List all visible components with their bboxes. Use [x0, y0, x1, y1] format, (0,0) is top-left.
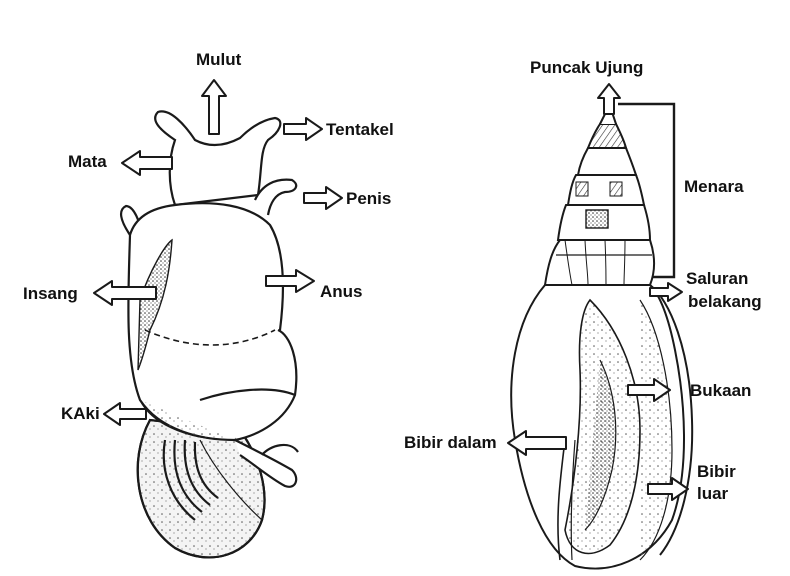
label-penis: Penis: [346, 189, 391, 208]
label-insang: Insang: [23, 284, 78, 303]
right-shell: [511, 104, 692, 569]
arrow-puncak-ujung: [598, 84, 620, 114]
label-bibir: Bibir: [697, 462, 736, 481]
left-snail-body: [121, 111, 298, 557]
label-tentakel: Tentakel: [326, 120, 394, 139]
label-kaki: KAki: [61, 404, 100, 423]
label-anus: Anus: [320, 282, 363, 301]
label-belakang: belakang: [688, 292, 762, 311]
label-puncak-ujung: Puncak Ujung: [530, 58, 643, 77]
label-menara: Menara: [684, 177, 744, 196]
label-luar: luar: [697, 484, 728, 503]
label-bibir-dalam: Bibir dalam: [404, 433, 497, 452]
label-bukaan: Bukaan: [690, 381, 751, 400]
arrow-kaki: [104, 403, 146, 425]
arrow-mulut: [202, 80, 226, 134]
arrow-penis: [304, 187, 342, 209]
label-mulut: Mulut: [196, 50, 241, 69]
label-mata: Mata: [68, 152, 107, 171]
arrow-mata: [122, 151, 172, 175]
label-saluran: Saluran: [686, 269, 748, 288]
arrow-tentakel: [284, 118, 322, 140]
